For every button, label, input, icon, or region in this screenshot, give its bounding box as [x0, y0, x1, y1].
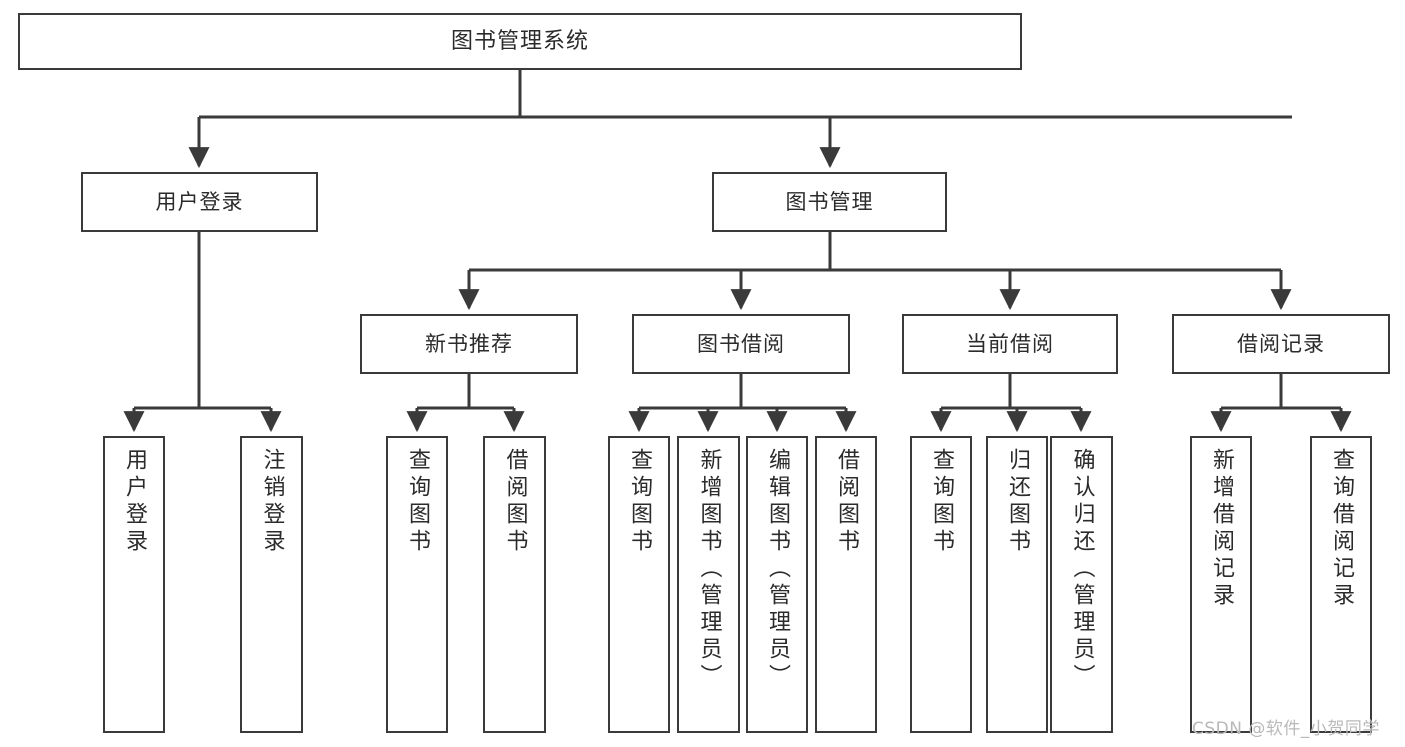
node-leaf-add-book[interactable]: 新增图书（管理员） — [677, 436, 740, 733]
node-leaf-query-book-cur-label: 查询图书 — [928, 448, 954, 556]
node-leaf-return-book[interactable]: 归还图书 — [986, 436, 1048, 733]
node-leaf-query-book-rec[interactable]: 查询图书 — [386, 436, 448, 733]
node-leaf-return-book-label: 归还图书 — [1004, 448, 1030, 556]
node-current-borrow-label: 当前借阅 — [966, 331, 1054, 356]
node-leaf-query-record[interactable]: 查询借阅记录 — [1310, 436, 1372, 733]
node-leaf-user-login-label: 用户登录 — [121, 448, 147, 556]
node-leaf-query-record-label: 查询借阅记录 — [1328, 448, 1354, 610]
node-leaf-add-record[interactable]: 新增借阅记录 — [1190, 436, 1252, 733]
node-book-borrow-label: 图书借阅 — [697, 331, 785, 356]
node-root[interactable]: 图书管理系统 — [18, 13, 1022, 70]
node-book-manage-label: 图书管理 — [785, 189, 874, 214]
node-leaf-borrow-book-label: 借阅图书 — [833, 448, 859, 556]
node-borrow-record-label: 借阅记录 — [1237, 331, 1325, 356]
node-leaf-edit-book[interactable]: 编辑图书（管理员） — [746, 436, 808, 733]
node-root-label: 图书管理系统 — [450, 28, 589, 54]
node-leaf-confirm-return[interactable]: 确认归还（管理员） — [1050, 436, 1113, 733]
node-leaf-borrow-book-rec[interactable]: 借阅图书 — [483, 436, 546, 733]
csdn-watermark: CSDN @软件_小贺同学 — [1192, 719, 1380, 739]
node-user-login-label: 用户登录 — [155, 189, 244, 214]
node-new-book-recommend[interactable]: 新书推荐 — [360, 314, 578, 374]
node-book-borrow[interactable]: 图书借阅 — [632, 314, 850, 374]
node-leaf-user-login[interactable]: 用户登录 — [103, 436, 165, 733]
node-new-book-recommend-label: 新书推荐 — [425, 331, 513, 356]
node-leaf-query-book-bor[interactable]: 查询图书 — [608, 436, 670, 733]
node-leaf-logout-label: 注销登录 — [259, 448, 285, 556]
node-leaf-borrow-book-rec-label: 借阅图书 — [502, 448, 528, 556]
node-leaf-add-book-label: 新增图书（管理员） — [696, 448, 722, 691]
node-borrow-record[interactable]: 借阅记录 — [1172, 314, 1390, 374]
node-user-login[interactable]: 用户登录 — [81, 172, 318, 232]
node-leaf-add-record-label: 新增借阅记录 — [1208, 448, 1234, 610]
node-book-manage[interactable]: 图书管理 — [712, 172, 947, 232]
node-leaf-query-book-rec-label: 查询图书 — [404, 448, 430, 556]
node-leaf-query-book-bor-label: 查询图书 — [626, 448, 652, 556]
node-leaf-borrow-book[interactable]: 借阅图书 — [815, 436, 877, 733]
node-leaf-edit-book-label: 编辑图书（管理员） — [764, 448, 790, 691]
node-leaf-query-book-cur[interactable]: 查询图书 — [910, 436, 972, 733]
node-leaf-logout[interactable]: 注销登录 — [240, 436, 303, 733]
node-leaf-confirm-return-label: 确认归还（管理员） — [1069, 448, 1095, 691]
node-current-borrow[interactable]: 当前借阅 — [902, 314, 1118, 374]
